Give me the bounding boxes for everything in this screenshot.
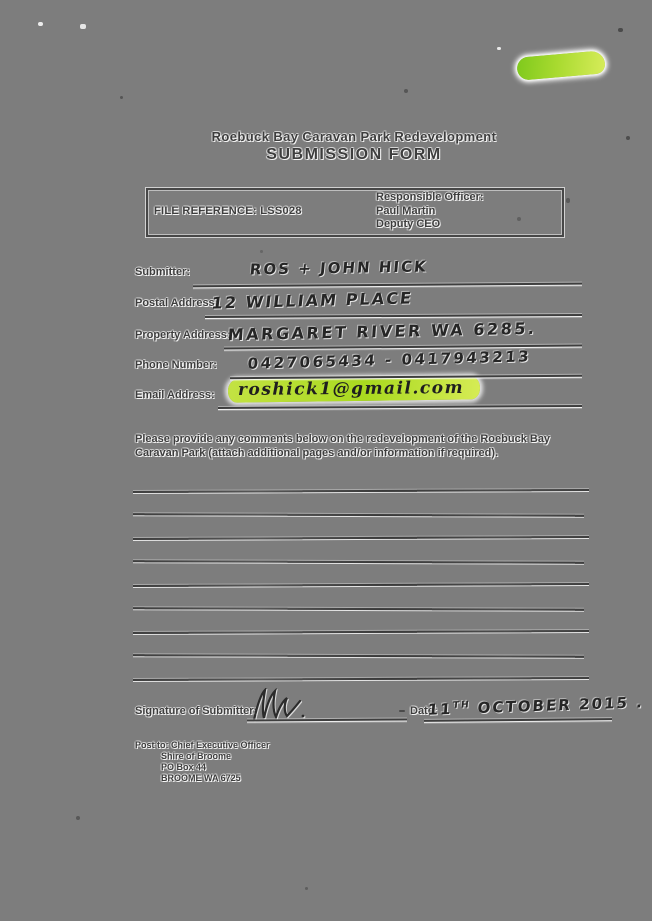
- form-title: Roebuck Bay Caravan Park Redevelopment S…: [56, 129, 652, 164]
- scan-speck: [497, 47, 501, 50]
- scan-speck: [618, 28, 623, 32]
- property-address-value: MARGARET RIVER WA 6285.: [227, 318, 538, 345]
- email-address-line: [217, 405, 583, 409]
- comment-line: [132, 559, 585, 564]
- email-address-value: roshick1@gmail.com: [237, 378, 465, 400]
- postal-address-label: Postal Address:: [135, 297, 219, 309]
- phone-number-value: 0427065434 - 0417943213: [247, 347, 532, 373]
- phone-number-label: Phone Number:: [135, 359, 217, 371]
- signature-scribble: [252, 688, 305, 722]
- comment-line: [132, 583, 590, 587]
- scan-speck: [399, 710, 405, 712]
- title-line-2: SUBMISSION FORM: [266, 146, 442, 163]
- mailing-address-block: Post to: Chief Executive Officer Shire o…: [135, 740, 270, 784]
- scan-speck: [120, 96, 123, 99]
- scan-speck: [80, 24, 86, 29]
- date-rest: OCTOBER 2015 .: [469, 693, 645, 718]
- title-line-1: Roebuck Bay Caravan Park Redevelopment: [211, 129, 497, 144]
- officer-title: Deputy CEO: [376, 218, 441, 230]
- comments-instruction: Please provide any comments below on the…: [135, 433, 551, 459]
- submitter-value: ROS + JOHN HICK: [249, 257, 429, 279]
- responsible-officer-label: Responsible Officer:: [376, 191, 484, 203]
- property-address-label: Property Address:: [135, 329, 231, 341]
- mailing-line-1: Post to: Chief Executive Officer: [135, 740, 270, 750]
- officer-name: Paul Martin: [376, 204, 436, 217]
- file-reference: FILE REFERENCE: LSS028: [154, 205, 302, 217]
- comment-lines: [132, 489, 590, 681]
- comment-line: [132, 606, 585, 611]
- postal-address-value: 12 WILLIAM PLACE: [210, 288, 415, 313]
- date-suffix: TH: [452, 700, 471, 711]
- file-reference-label: FILE REFERENCE:: [154, 205, 257, 217]
- scan-speck: [38, 22, 43, 26]
- mailing-line-3: PO Box 44: [161, 762, 207, 772]
- scan-speck: [517, 217, 521, 221]
- date-day: 11: [427, 699, 454, 719]
- mailing-line-2: Shire of Broome: [161, 751, 232, 761]
- comment-line: [132, 630, 590, 634]
- scan-speck: [76, 816, 80, 820]
- submitter-line: [192, 282, 583, 288]
- signature-line: [246, 718, 408, 722]
- email-address-label: Email Address:: [135, 389, 215, 401]
- comment-line: [132, 489, 590, 493]
- file-reference-value: LSS028: [260, 205, 302, 217]
- postal-address-line: [204, 314, 583, 318]
- scan-speck: [404, 89, 408, 93]
- date-label: Date:: [410, 705, 438, 717]
- submitter-label: Submitter:: [135, 266, 190, 278]
- date-line: [423, 718, 613, 722]
- responsible-officer-block: Responsible Officer: Paul Martin Deputy …: [376, 191, 484, 232]
- comment-line: [132, 653, 585, 658]
- highlighter-swipe: [516, 50, 606, 81]
- reference-box: FILE REFERENCE: LSS028 Responsible Offic…: [146, 188, 564, 237]
- comment-line: [132, 677, 590, 681]
- date-value: 11TH OCTOBER 2015 .: [427, 693, 645, 719]
- scan-speck: [626, 136, 630, 140]
- scan-speck: [566, 198, 570, 203]
- comment-line: [132, 512, 585, 517]
- scan-speck: [305, 887, 308, 890]
- comment-line: [132, 536, 590, 540]
- scan-speck: [260, 250, 263, 253]
- mailing-line-4: BROOME WA 6725: [161, 773, 241, 783]
- signature-label: Signature of Submitter:: [135, 705, 258, 717]
